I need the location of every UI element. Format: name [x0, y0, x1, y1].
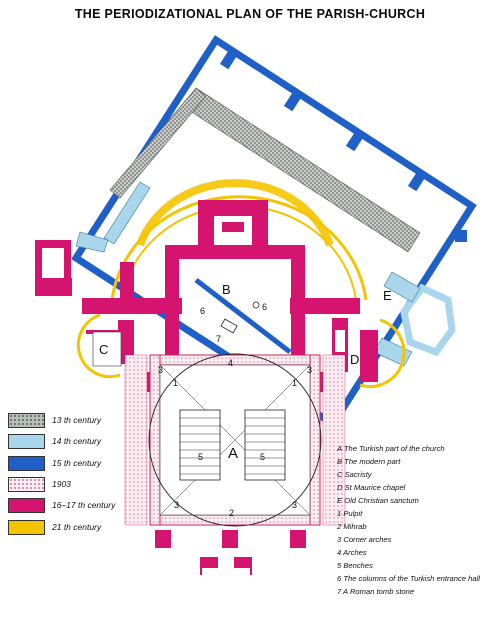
legend-swatch-14th [8, 434, 45, 449]
key-item: 1 Pulpit [337, 509, 363, 518]
tomb-stone [220, 318, 238, 334]
key-item: 6 The columns of the Turkish entrance ha… [337, 574, 480, 583]
key-item: C Sacristy [337, 470, 372, 479]
legend-label-1903: 1903 [52, 479, 71, 489]
num-6a: 6 [200, 306, 205, 316]
num-5a: 5 [198, 452, 203, 462]
nave-interior [148, 353, 322, 527]
column-marker [252, 301, 260, 309]
num-2: 2 [229, 508, 234, 518]
label-e: E [383, 288, 392, 303]
num-3c: 3 [158, 365, 163, 375]
num-3a: 3 [174, 500, 179, 510]
thirteenth-century-wall [109, 87, 421, 253]
legend-label-14th: 14 th century [52, 436, 102, 446]
key-item: E Old Christian sanctum [337, 496, 419, 505]
key-item: 5 Benches [337, 561, 373, 570]
legend-swatch-16-17th [8, 498, 45, 513]
label-a: A [228, 445, 238, 462]
legend-swatch-21st [8, 520, 45, 535]
legend-swatch-1903 [8, 477, 45, 492]
nave-1903-walls [124, 354, 346, 526]
key-item: B The modern part [337, 457, 401, 466]
key-item: D St Maurice chapel [337, 483, 406, 492]
label-d: D [350, 352, 359, 367]
num-1b: 1 [292, 378, 297, 388]
legend-label-13th: 13 th century [52, 415, 102, 425]
key-item: 2 Mihrab [337, 522, 367, 531]
key-item: A The Turkish part of the church [337, 444, 445, 453]
legend-swatch-15th [8, 456, 45, 471]
key-item: 7 A Roman tomb stone [337, 587, 415, 596]
num-7: 7 [216, 334, 221, 344]
label-c: C [99, 342, 108, 357]
label-b: B [222, 282, 231, 297]
num-5b: 5 [260, 452, 265, 462]
sacristy-room [92, 331, 122, 367]
key-item: 4 Arches [337, 548, 367, 557]
legend-label-16-17th: 16–17 th century [52, 500, 116, 510]
sixteenth-seventeenth-century-walls [35, 200, 378, 576]
blue-diagonal-wall [194, 278, 292, 354]
num-1a: 1 [173, 378, 178, 388]
key-item: 3 Corner arches [337, 535, 392, 544]
legend-swatch-13th [8, 413, 45, 428]
num-3b: 3 [292, 500, 297, 510]
num-4: 4 [228, 358, 233, 368]
num-6b: 6 [262, 302, 267, 312]
legend-label-21st: 21 th century [52, 522, 102, 532]
num-3d: 3 [307, 365, 312, 375]
legend-label-15th: 15 th century [52, 458, 102, 468]
fourteenth-century-wall [75, 181, 456, 367]
page-title: THE PERIODIZATIONAL PLAN OF THE PARISH-C… [74, 7, 426, 21]
